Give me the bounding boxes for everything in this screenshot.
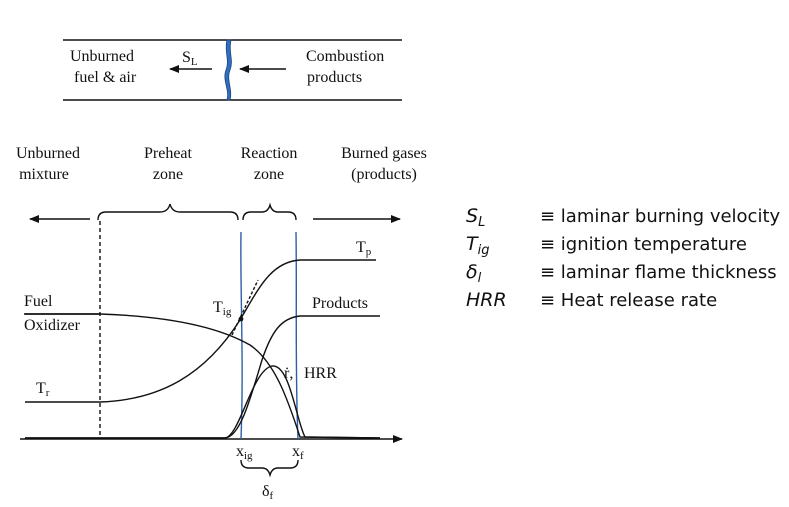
preheat-zone-brace xyxy=(97,203,239,221)
fuel-label: Fuel xyxy=(24,293,53,310)
zone-unburned-label-2: mixture xyxy=(19,166,69,183)
legend-desc-sl: ≡ laminar burning velocity xyxy=(540,206,781,227)
rdot-label: ṙ, xyxy=(284,365,293,382)
ignition-boundary-line xyxy=(240,231,243,440)
ignition-point xyxy=(238,316,244,322)
legend: SL ≡ laminar burning velocity Tig ≡ igni… xyxy=(466,205,781,311)
flame-profile-plot: Fuel Oxidizer Tr Tp Tig Products ṙ, HRR … xyxy=(20,221,403,502)
legend-desc-hrr: ≡ Heat release rate xyxy=(540,290,717,311)
zone-unburned-label-1: Unburned xyxy=(16,145,80,162)
flame-thickness-brace xyxy=(240,459,299,478)
tube-unburned-label-1: Unburned xyxy=(70,48,134,65)
zone-preheat-label-1: Preheat xyxy=(144,145,193,162)
ignition-tangent-dashed xyxy=(231,279,259,336)
xig-label: xig xyxy=(236,443,253,462)
products-curve xyxy=(25,315,380,439)
legend-desc-tig: ≡ ignition temperature xyxy=(540,234,747,255)
flame-front xyxy=(224,39,232,101)
zone-headings: Unburned mixture Preheat zone Reaction z… xyxy=(16,145,427,223)
legend-symbol-delta: δl xyxy=(466,261,482,286)
flame-speed-label: SL xyxy=(182,49,198,68)
tp-label: Tp xyxy=(356,239,372,258)
zone-burned-label-2: (products) xyxy=(351,166,417,183)
zone-reaction-label-2: zone xyxy=(254,166,284,183)
hrr-label: HRR xyxy=(304,365,337,382)
temperature-curve xyxy=(25,259,376,403)
delta-f-label: δf xyxy=(262,483,274,502)
tig-label: Tig xyxy=(213,299,232,318)
legend-symbol-hrr: HRR xyxy=(466,289,507,311)
tube-unburned-label-2: fuel & air xyxy=(74,69,137,86)
zone-preheat-label-2: zone xyxy=(153,166,183,183)
oxidizer-label: Oxidizer xyxy=(24,317,81,334)
legend-desc-delta: ≡ laminar flame thickness xyxy=(540,262,777,283)
legend-symbol-tig: Tig xyxy=(466,233,489,258)
products-label: Products xyxy=(312,295,368,312)
reaction-zone-brace xyxy=(242,202,297,221)
fuel-oxidizer-curve xyxy=(25,313,381,439)
tube-products-label-1: Combustion xyxy=(306,48,384,65)
zone-reaction-label-1: Reaction xyxy=(241,145,298,162)
xf-label: xf xyxy=(292,443,304,462)
tube-schematic: Unburned fuel & air SL Combustion produc… xyxy=(63,39,402,101)
hrr-curve xyxy=(25,365,381,439)
legend-symbol-sl: SL xyxy=(466,205,485,230)
zone-burned-label-1: Burned gases xyxy=(341,145,427,162)
tube-products-label-2: products xyxy=(307,69,362,86)
tr-label: Tr xyxy=(36,380,50,399)
